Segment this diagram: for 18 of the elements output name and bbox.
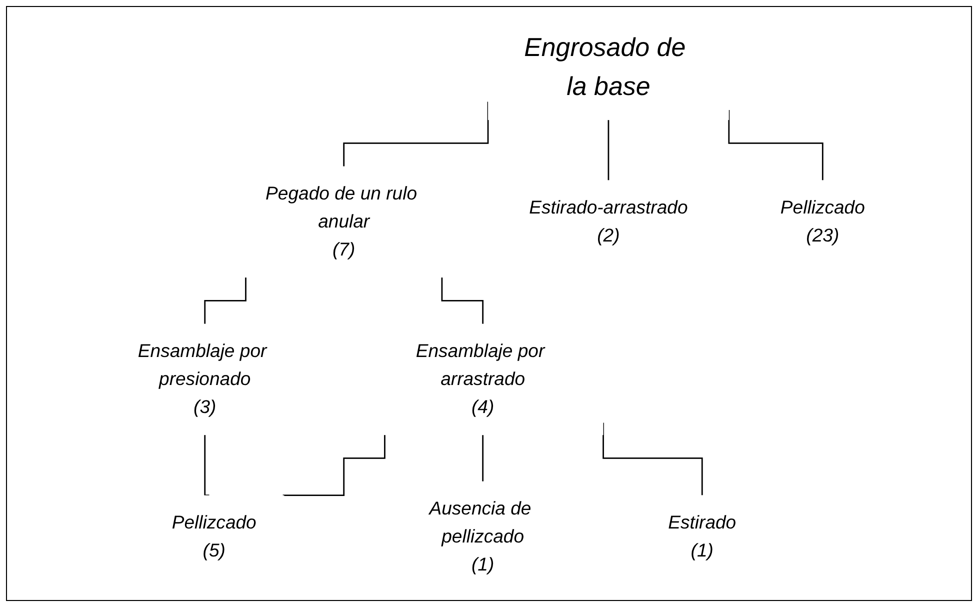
node-text: Ausencia de pellizcado (1) <box>430 498 532 575</box>
node-text: Pegado de un rulo anular (7) <box>266 184 418 260</box>
connector <box>344 102 490 168</box>
node-text: Ensamblaje por presionado (3) <box>138 341 268 418</box>
node-text: Pellizcado (5) <box>172 512 257 562</box>
node-text: Engrosado de la base <box>524 32 686 101</box>
connector <box>442 278 484 325</box>
node-text: Pellizcado (23) <box>780 198 866 246</box>
connector <box>283 435 386 496</box>
node-text: Estirado (1) <box>668 512 737 562</box>
connector <box>204 278 247 325</box>
connector <box>603 422 704 496</box>
connector <box>608 120 610 181</box>
connector <box>204 435 210 496</box>
connector <box>482 435 484 482</box>
node-text: Estirado-arrastrado (2) <box>530 198 688 246</box>
node-text: Ensamblaje por arrastrado (4) <box>416 341 546 418</box>
connector <box>728 110 824 181</box>
